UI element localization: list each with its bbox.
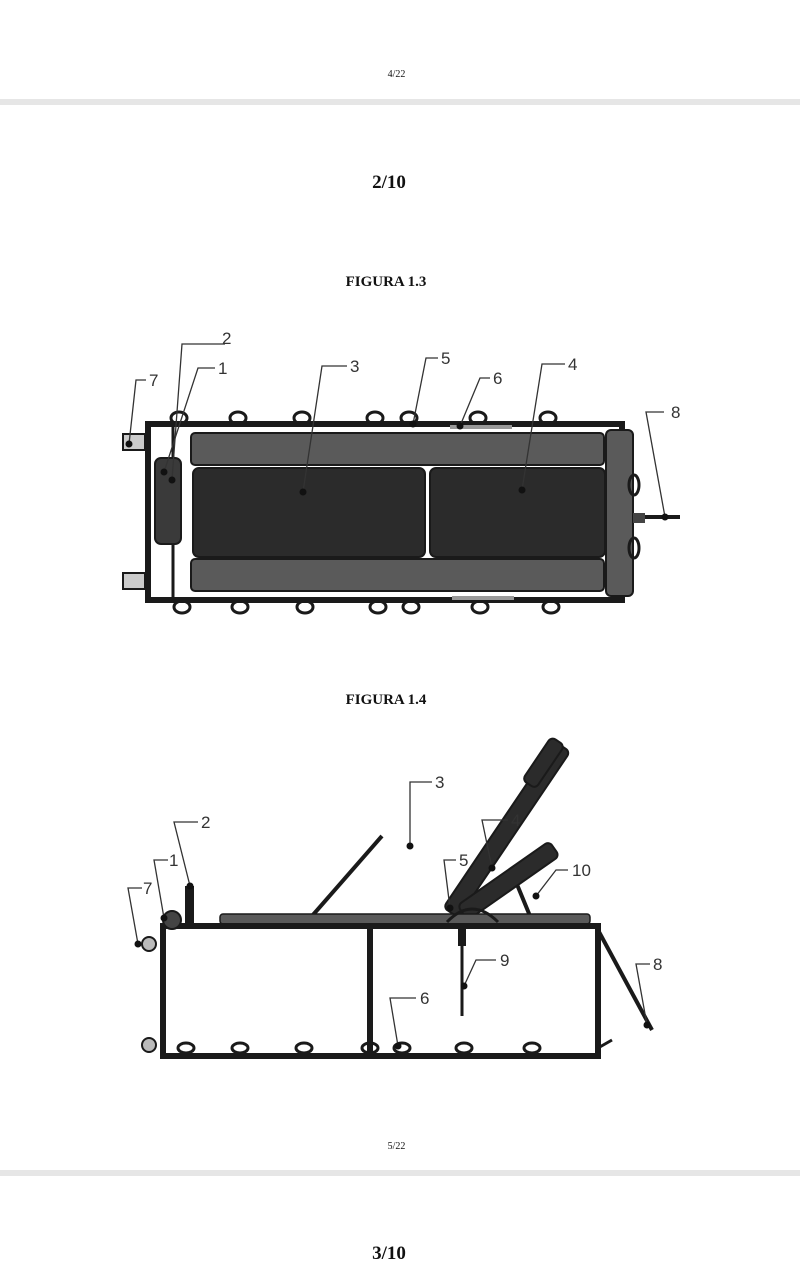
figure-1-4-caster-bottom bbox=[141, 1037, 157, 1053]
figure-1-4-callout-7: 7 bbox=[143, 879, 152, 898]
figure-1-4-callout-3: 3 bbox=[435, 773, 444, 792]
figure-1-3-rail-top bbox=[450, 425, 512, 429]
figure-1-4-callout-10: 10 bbox=[572, 861, 591, 880]
page-separator-bottom bbox=[0, 1170, 800, 1176]
figure-1-4-callout-8: 8 bbox=[653, 955, 662, 974]
figure-1-3-callout-3: 3 bbox=[350, 357, 359, 376]
figure-1-4-frame bbox=[160, 923, 601, 1059]
figure-1-4-caster-top bbox=[141, 936, 157, 952]
figure-1-4-rod bbox=[596, 929, 654, 1031]
figure-1-4-drawing: 1 2 3 4 5 6 7 8 9 10 bbox=[127, 737, 662, 1059]
figure-1-4-backrest bbox=[444, 737, 570, 917]
figure-1-3-callout-6: 6 bbox=[493, 369, 502, 388]
figure-1-3-seat-pad bbox=[429, 467, 606, 558]
figure-1-3-callout-2: 2 bbox=[222, 329, 231, 348]
figure-1-3-title: FIGURA 1.3 bbox=[345, 274, 427, 290]
page-number-top: 4/22 bbox=[387, 69, 406, 80]
figure-1-4-callout-4: 4 bbox=[511, 811, 520, 830]
sheet-number-b: 3/10 bbox=[372, 1243, 406, 1264]
figure-1-3-side-pad-top bbox=[190, 432, 605, 466]
figure-1-3-callout-5: 5 bbox=[441, 349, 450, 368]
sheet-number-a: 2/10 bbox=[372, 172, 406, 193]
figure-1-3-callout-8: 8 bbox=[671, 403, 680, 422]
figure-1-4-rings bbox=[176, 1041, 542, 1055]
figure-1-3-side-pad-bottom bbox=[190, 558, 605, 592]
figure-1-3-callout-4: 4 bbox=[568, 355, 577, 374]
figure-1-4-callout-1: 1 bbox=[169, 851, 178, 870]
figure-1-4-callout-2: 2 bbox=[201, 813, 210, 832]
figure-1-4-side-pad bbox=[219, 913, 591, 925]
figure-1-4-leg-pad bbox=[458, 842, 559, 920]
figure-1-4-title: FIGURA 1.4 bbox=[345, 692, 427, 708]
figure-1-3-callout-1: 1 bbox=[218, 359, 227, 378]
figure-1-3-drawing: 1 2 3 4 5 6 7 8 bbox=[122, 329, 680, 615]
figure-1-4-callout-5: 5 bbox=[459, 851, 468, 870]
figure-1-3-callout-7: 7 bbox=[149, 371, 158, 390]
figure-1-3-caster-bottom bbox=[122, 572, 146, 590]
figure-1-3-back-pad bbox=[192, 467, 426, 558]
page-separator-top bbox=[0, 99, 800, 105]
figure-1-3-foot-pad bbox=[605, 429, 634, 597]
figure-1-4-callout-6: 6 bbox=[420, 989, 429, 1008]
figure-1-3-rail-bottom bbox=[452, 596, 514, 600]
figure-1-4-callout-9: 9 bbox=[500, 951, 509, 970]
figure-1-3-head-pad bbox=[154, 457, 182, 545]
page-number-bottom: 5/22 bbox=[387, 1141, 406, 1152]
